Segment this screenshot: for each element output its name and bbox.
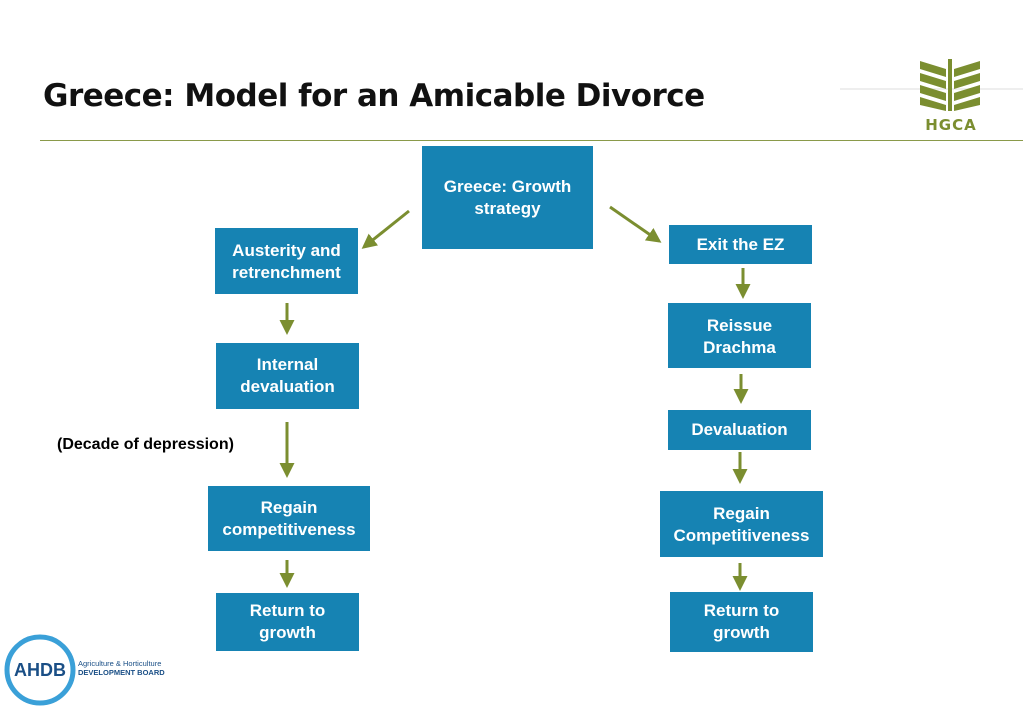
hgca-logo-icon <box>920 59 980 111</box>
ahdb-subtitle: Agriculture & Horticulture DEVELOPMENT B… <box>78 659 165 677</box>
box-devaluation: Devaluation <box>668 410 811 450</box>
box-return-to-growth-left: Return to growth <box>216 593 359 651</box>
slide-title: Greece: Model for an Amicable Divorce <box>43 78 705 114</box>
box-greece-growth-strategy: Greece: Growth strategy <box>422 146 593 249</box>
ahdb-subtitle-line2: DEVELOPMENT BOARD <box>78 668 165 677</box>
ahdb-logo-icon: AHDB <box>4 634 76 706</box>
box-return-to-growth-right: Return to growth <box>670 592 813 652</box>
box-regain-competitiveness-right: Regain Competitiveness <box>660 491 823 557</box>
box-exit-the-ez: Exit the EZ <box>669 225 812 264</box>
ahdb-logo-text: AHDB <box>14 660 66 680</box>
title-underline <box>40 140 1023 141</box>
box-reissue-drachma: Reissue Drachma <box>668 303 811 368</box>
ahdb-subtitle-line1: Agriculture & Horticulture <box>78 659 162 668</box>
box-austerity-retrenchment: Austerity and retrenchment <box>215 228 358 294</box>
arrow-root-to-exit <box>609 205 662 243</box>
note-decade-of-depression: (Decade of depression) <box>57 436 234 453</box>
arrow-root-to-austerity <box>361 209 410 249</box>
hgca-logo-text: HGCA <box>925 116 977 134</box>
box-regain-competitiveness-left: Regain competitiveness <box>208 486 370 551</box>
box-internal-devaluation: Internal devaluation <box>216 343 359 409</box>
